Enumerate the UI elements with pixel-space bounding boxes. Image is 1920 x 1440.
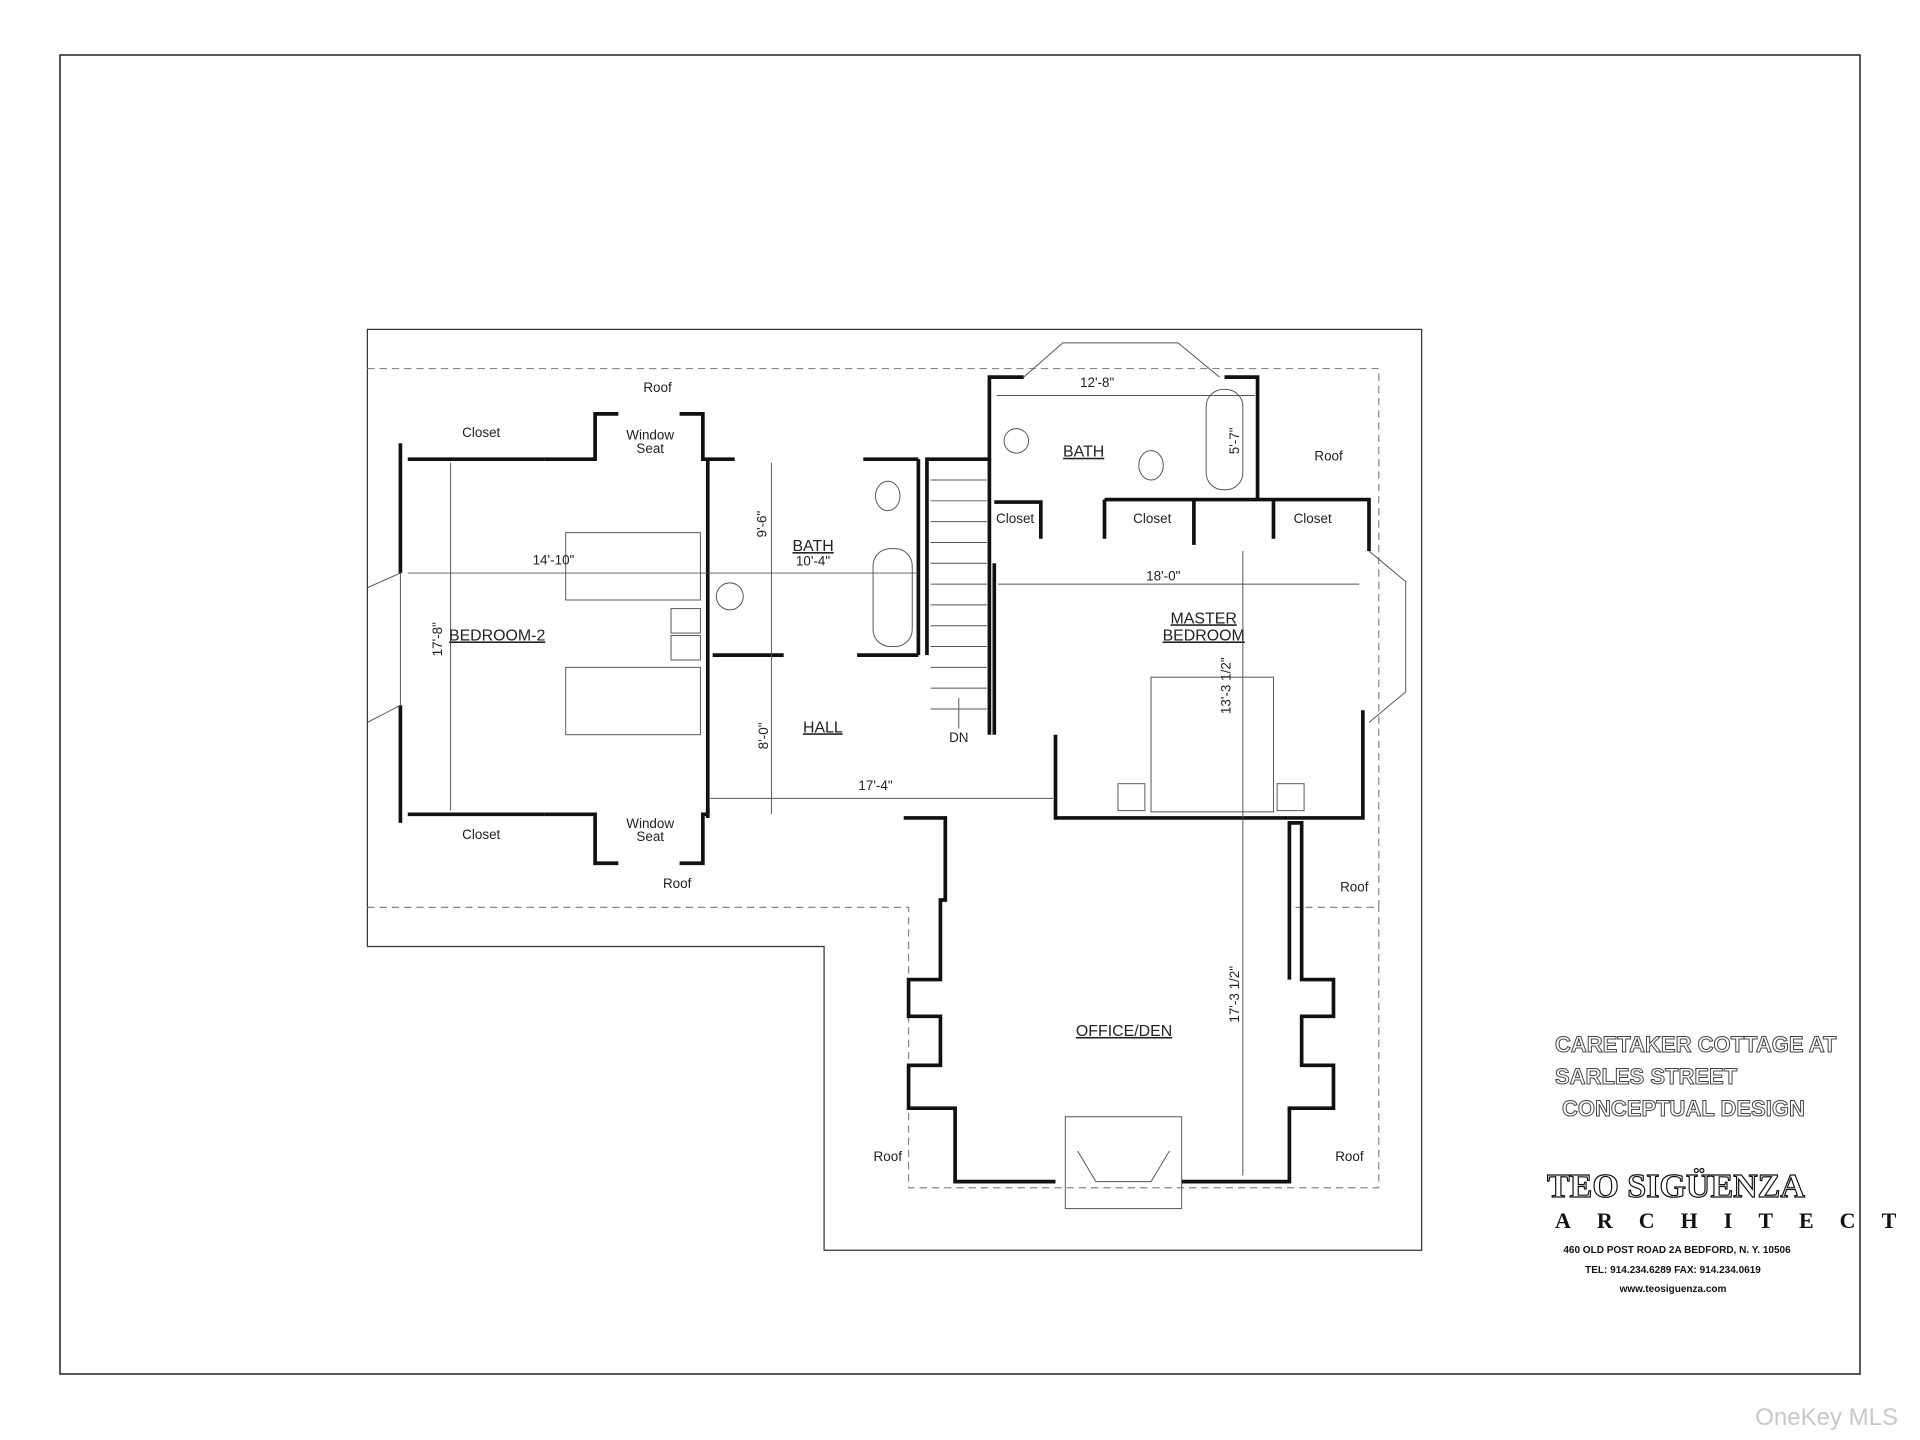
project-title-line: SARLES STREET [1555, 1064, 1738, 1089]
roof-line [367, 367, 1380, 908]
project-title-line: CARETAKER COTTAGE AT [1555, 1032, 1837, 1057]
room-label-master-bath: BATH [1063, 444, 1104, 461]
room-label-bath: BATH [792, 538, 833, 555]
room-label-master: MASTER [1171, 610, 1237, 627]
stair-down-label: DN [949, 730, 968, 745]
dimension-lines [407, 395, 1360, 1176]
room-label-master: BEDROOM [1163, 627, 1245, 644]
firm-website: www.teosiguenza.com [1619, 1284, 1727, 1295]
dimension-label: 14'-10" [533, 552, 575, 567]
roof-label: Roof [1314, 448, 1343, 463]
room-label-bedroom-2: BEDROOM-2 [449, 627, 545, 644]
closet-label: Closet [462, 425, 500, 440]
dimension-label: 17'-3 1/2" [1227, 966, 1242, 1023]
firm-address: 460 OLD POST ROAD 2A BEDFORD, N. Y. 1050… [1563, 1245, 1791, 1256]
window-seat-label: Seat [636, 829, 664, 844]
walls [367, 342, 1407, 1210]
dimension-label: 17'-4" [858, 778, 892, 793]
furniture [565, 388, 1305, 813]
dimension-label: 10'-4" [796, 554, 830, 569]
closet-label: Closet [1133, 511, 1171, 526]
firm-subtitle: ARCHITECT [1555, 1208, 1920, 1233]
window-seat-label: Window [626, 428, 674, 443]
closet-label: Closet [1294, 511, 1332, 526]
dimension-label: 18'-0" [1146, 568, 1180, 583]
dimension-label: 5'-7" [1227, 427, 1242, 454]
roof-label: Roof [1335, 1149, 1364, 1164]
roof-label: Roof [1340, 879, 1369, 894]
title-block: CARETAKER COTTAGE AT SARLES STREET CONCE… [1546, 1032, 1920, 1296]
project-title-line: CONCEPTUAL DESIGN [1562, 1096, 1805, 1121]
roof-label: Roof [643, 380, 672, 395]
window-seat-label: Seat [636, 441, 664, 456]
window-seat-label: Window [626, 816, 674, 831]
closet-label: Closet [996, 511, 1034, 526]
roof-line-lower [367, 906, 1380, 1189]
dimension-label: 13'-3 1/2" [1219, 657, 1234, 714]
dimension-label: 12'-8" [1080, 375, 1114, 390]
dimension-label: 9'-6" [755, 510, 770, 537]
site-outline [366, 328, 1423, 1251]
dimension-label: 8'-0" [756, 722, 771, 749]
closet-label: Closet [462, 827, 500, 842]
firm-logo: TEO SIGÜENZA [1547, 1168, 1805, 1205]
roof-label: Roof [663, 876, 692, 891]
labels: Roof Closet Window Seat 14'-10" 17'-8" B… [430, 375, 1369, 1164]
firm-phone: TEL: 914.234.6289 FAX: 914.234.0619 [1585, 1265, 1761, 1276]
stairs [930, 479, 987, 729]
dimension-label: 17'-8" [430, 622, 445, 656]
watermark: OneKey MLS [1755, 1404, 1898, 1431]
room-label-office-den: OFFICE/DEN [1076, 1023, 1172, 1040]
roof-label: Roof [874, 1149, 903, 1164]
room-label-hall: HALL [803, 719, 843, 736]
sheet-border [59, 54, 1861, 1375]
